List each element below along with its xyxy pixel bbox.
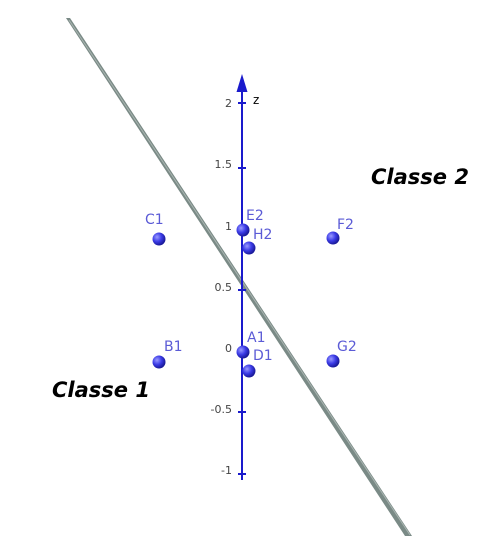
point-marker	[326, 354, 340, 368]
point-marker	[236, 345, 250, 359]
point-label: C1	[145, 212, 164, 228]
point-label: H2	[253, 227, 272, 243]
tick-label: 0.5	[215, 281, 233, 294]
point-marker	[152, 355, 166, 369]
tick-label: -1	[221, 464, 232, 477]
class-2-label: Classe 2	[371, 165, 469, 189]
point-G2: G2	[326, 339, 357, 368]
plane-edge-highlight	[68, 19, 411, 536]
point-marker	[152, 232, 166, 246]
point-marker	[242, 241, 256, 255]
point-H2: H2	[242, 227, 272, 255]
tick-label: 1	[225, 220, 232, 233]
point-label: G2	[337, 339, 357, 355]
point-label: B1	[164, 339, 183, 355]
tick-label: -0.5	[211, 403, 232, 416]
z-axis-label: z	[253, 93, 259, 107]
tick-label: 1.5	[215, 158, 233, 171]
class-1-label: Classe 1	[52, 378, 150, 402]
point-label: E2	[246, 208, 264, 224]
point-label: D1	[253, 348, 273, 364]
point-C1: C1	[145, 212, 166, 246]
tick-label: 2	[225, 97, 232, 110]
point-B1: B1	[152, 339, 183, 369]
point-E2: E2	[236, 208, 264, 237]
point-F2: F2	[326, 217, 354, 245]
point-label: F2	[337, 217, 354, 233]
point-marker	[326, 231, 340, 245]
tick-label: 0	[225, 342, 232, 355]
point-label: A1	[247, 330, 265, 346]
z-axis-arrow-icon	[236, 74, 248, 92]
point-marker	[242, 364, 256, 378]
point-A1: A1	[236, 330, 265, 359]
point-marker	[236, 223, 250, 237]
point-D1: D1	[242, 348, 273, 378]
